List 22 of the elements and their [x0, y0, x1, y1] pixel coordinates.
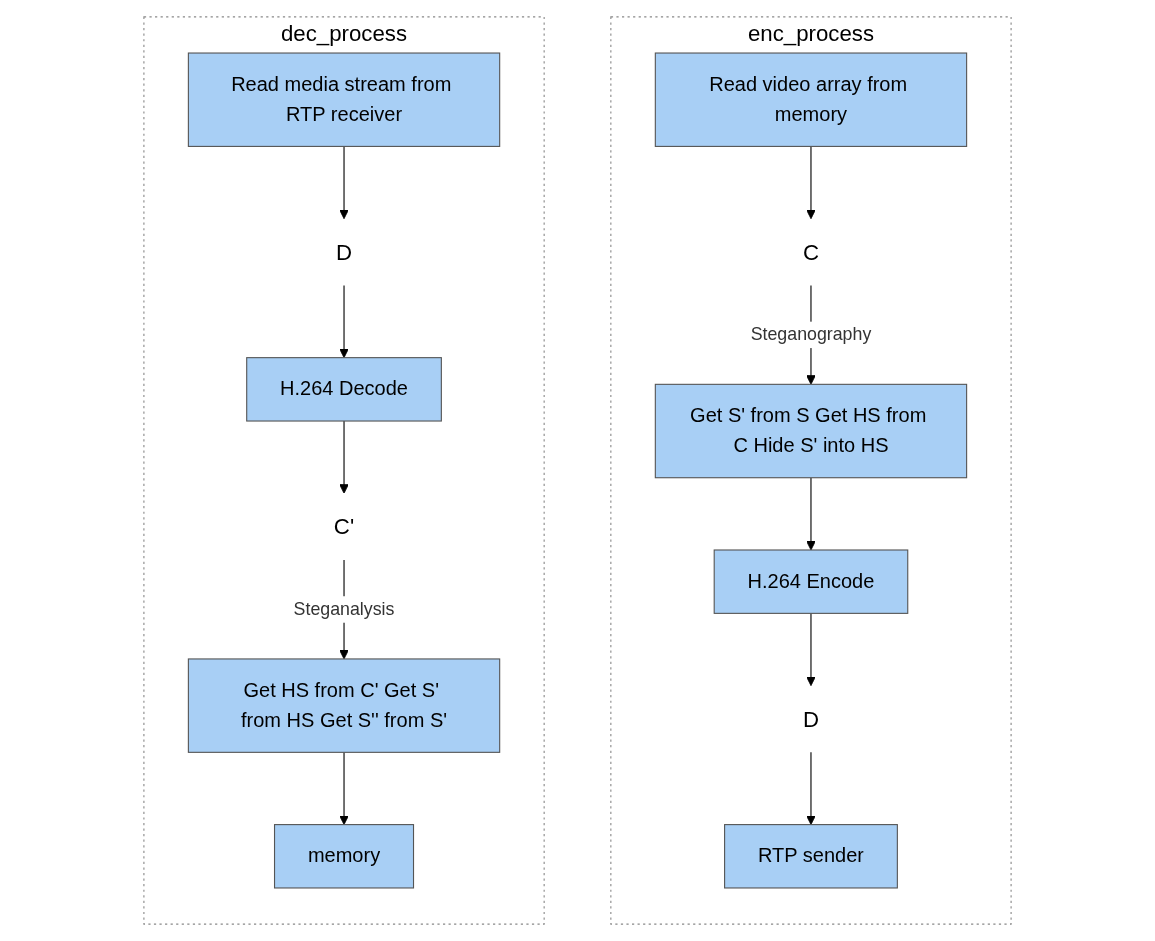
arrow	[339, 420, 349, 494]
node-text: D	[802, 706, 820, 732]
node-text: C	[802, 239, 820, 265]
node-box: H.264 Decode	[246, 357, 442, 422]
node-box: Read video array from memory	[654, 52, 968, 147]
edge-label: Steganography	[750, 324, 872, 344]
node-box: Get HS from C' Get S' from HS Get S'' from S'	[187, 658, 501, 753]
node-box: Read media stream from RTP receiver	[187, 52, 501, 147]
arrow	[806, 477, 816, 551]
arrow	[339, 145, 349, 220]
node-box: RTP sender	[724, 824, 898, 889]
node-box: H.264 Encode	[713, 549, 909, 614]
arrow	[806, 751, 816, 826]
node-box: memory	[273, 824, 415, 889]
edge-label: Steganalysis	[293, 599, 395, 619]
node-box: Get S' from S Get HS from C Hide S' into HS	[654, 383, 968, 479]
node-text: D	[335, 239, 353, 265]
arrow	[339, 751, 349, 826]
arrow	[806, 612, 816, 687]
arrow	[339, 284, 349, 359]
arrow	[806, 145, 816, 220]
node-text: C'	[333, 514, 355, 539]
